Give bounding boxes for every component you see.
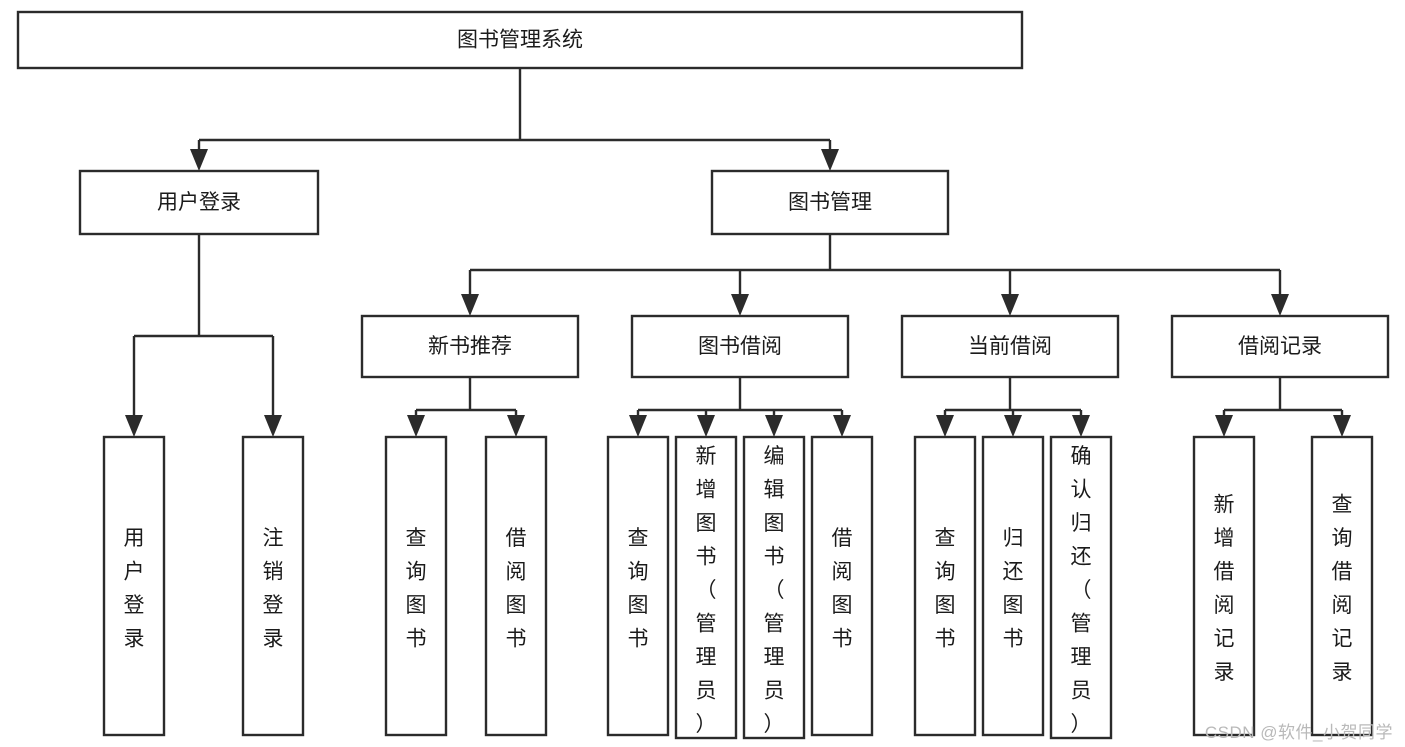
node-leaf-borrow-book-2[interactable]: 借阅图书 bbox=[810, 435, 874, 737]
node-label: 归还图书 bbox=[1003, 527, 1024, 651]
node-label: 查询借阅记录 bbox=[1332, 494, 1353, 685]
node-box bbox=[16, 10, 1024, 70]
node-leaf-query-book-3[interactable]: 查询图书 bbox=[913, 435, 977, 737]
arrow-head-icon bbox=[629, 415, 647, 437]
node-box bbox=[241, 435, 305, 737]
node-leaf-add-book[interactable]: 新增图书（管理员） bbox=[674, 435, 738, 740]
node-box bbox=[102, 435, 166, 737]
node-box bbox=[674, 435, 738, 740]
node-leaf-confirm-return[interactable]: 确认归还（管理员） bbox=[1049, 435, 1113, 740]
arrow-head-icon bbox=[697, 415, 715, 437]
node-label: 用户登录 bbox=[157, 191, 241, 214]
node-leaf-borrow-book-1[interactable]: 借阅图书 bbox=[484, 435, 548, 737]
arrow-head-icon bbox=[407, 415, 425, 437]
node-label: 图书借阅 bbox=[698, 335, 782, 358]
node-label: 查询图书 bbox=[406, 527, 427, 651]
node-box bbox=[810, 435, 874, 737]
node-leaf-query-book-1[interactable]: 查询图书 bbox=[384, 435, 448, 737]
node-label: 注销登录 bbox=[263, 527, 284, 651]
node-label: 借阅图书 bbox=[832, 527, 853, 651]
connector-bookmgmt bbox=[461, 234, 1289, 316]
arrow-head-icon bbox=[507, 415, 525, 437]
node-label: 图书管理 bbox=[788, 191, 872, 214]
connector-newbook bbox=[407, 377, 525, 437]
node-box bbox=[1192, 435, 1256, 737]
node-label: 编辑图书（管理员） bbox=[764, 445, 785, 736]
node-box bbox=[742, 435, 806, 740]
node-bookmgmt[interactable]: 图书管理 bbox=[710, 169, 950, 236]
node-leaf-query-record[interactable]: 查询借阅记录 bbox=[1310, 435, 1374, 737]
arrow-head-icon bbox=[1072, 415, 1090, 437]
arrow-head-icon bbox=[125, 415, 143, 437]
arrow-head-icon bbox=[1004, 415, 1022, 437]
connector-login bbox=[125, 234, 282, 437]
arrow-head-icon bbox=[1001, 294, 1019, 316]
node-box bbox=[1310, 435, 1374, 737]
node-label: 借阅记录 bbox=[1238, 335, 1322, 358]
connector-records bbox=[1215, 377, 1351, 437]
node-login[interactable]: 用户登录 bbox=[78, 169, 320, 236]
node-box bbox=[981, 435, 1045, 737]
arrow-head-icon bbox=[765, 415, 783, 437]
node-box bbox=[384, 435, 448, 737]
node-box bbox=[484, 435, 548, 737]
connector-borrow bbox=[629, 377, 851, 437]
watermark-label: CSDN @软件_小贺同学 bbox=[1204, 723, 1393, 742]
node-layer: 图书管理系统用户登录图书管理新书推荐图书借阅当前借阅借阅记录用户登录注销登录查询… bbox=[16, 10, 1390, 740]
node-label: 新书推荐 bbox=[428, 335, 512, 358]
node-box bbox=[1049, 435, 1113, 740]
node-label: 新增图书（管理员） bbox=[696, 445, 717, 736]
arrow-head-icon bbox=[821, 149, 839, 171]
node-root[interactable]: 图书管理系统 bbox=[16, 10, 1024, 70]
node-label: 查询图书 bbox=[935, 527, 956, 651]
node-leaf-return-book[interactable]: 归还图书 bbox=[981, 435, 1045, 737]
node-box bbox=[606, 435, 670, 737]
node-label: 查询图书 bbox=[628, 527, 649, 651]
arrow-head-icon bbox=[190, 149, 208, 171]
arrow-head-icon bbox=[936, 415, 954, 437]
connector-layer bbox=[125, 68, 1351, 437]
arrow-head-icon bbox=[264, 415, 282, 437]
node-leaf-edit-book[interactable]: 编辑图书（管理员） bbox=[742, 435, 806, 740]
connector-current bbox=[936, 377, 1090, 437]
arrow-head-icon bbox=[1333, 415, 1351, 437]
node-box bbox=[710, 169, 950, 236]
node-label: 确认归还（管理员） bbox=[1071, 445, 1092, 736]
node-newbook[interactable]: 新书推荐 bbox=[360, 314, 580, 379]
node-box bbox=[78, 169, 320, 236]
node-current[interactable]: 当前借阅 bbox=[900, 314, 1120, 379]
node-label: 借阅图书 bbox=[506, 527, 527, 651]
arrow-head-icon bbox=[833, 415, 851, 437]
node-leaf-user-login[interactable]: 用户登录 bbox=[102, 435, 166, 737]
node-leaf-logout[interactable]: 注销登录 bbox=[241, 435, 305, 737]
arrow-head-icon bbox=[461, 294, 479, 316]
node-label: 用户登录 bbox=[124, 527, 145, 651]
arrow-head-icon bbox=[731, 294, 749, 316]
node-box bbox=[360, 314, 580, 379]
node-records[interactable]: 借阅记录 bbox=[1170, 314, 1390, 379]
node-label: 当前借阅 bbox=[968, 335, 1052, 358]
node-label: 图书管理系统 bbox=[457, 29, 583, 52]
node-box bbox=[1170, 314, 1390, 379]
node-borrow[interactable]: 图书借阅 bbox=[630, 314, 850, 379]
node-box bbox=[913, 435, 977, 737]
arrow-head-icon bbox=[1215, 415, 1233, 437]
node-box bbox=[900, 314, 1120, 379]
node-box bbox=[630, 314, 850, 379]
node-leaf-query-book-2[interactable]: 查询图书 bbox=[606, 435, 670, 737]
node-leaf-add-record[interactable]: 新增借阅记录 bbox=[1192, 435, 1256, 737]
arrow-head-icon bbox=[1271, 294, 1289, 316]
connector-root bbox=[190, 68, 839, 171]
node-label: 新增借阅记录 bbox=[1214, 494, 1235, 685]
